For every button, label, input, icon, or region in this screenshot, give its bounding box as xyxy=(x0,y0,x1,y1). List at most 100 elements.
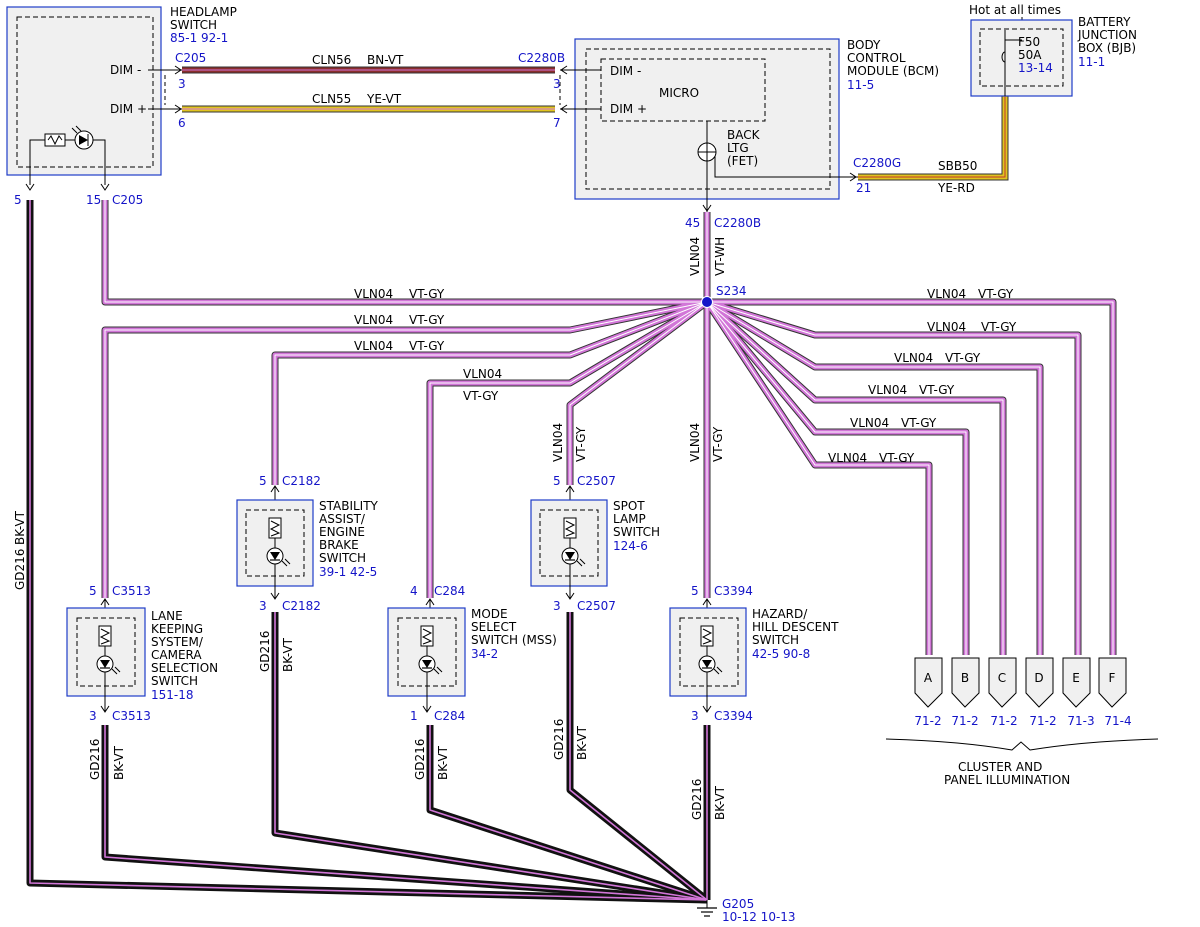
cluster-ref-c: 71-2 xyxy=(990,714,1017,728)
vln04-color-2: VT-GY xyxy=(409,313,445,327)
spot-pin-bottom: 3 xyxy=(553,599,561,613)
gd216-color-ms: BK-VT xyxy=(436,745,450,780)
gd216-label-hl: GD216 xyxy=(13,549,27,590)
headlamp-conn-bottom: C205 xyxy=(112,193,143,207)
vln04-color-e: VT-GY xyxy=(981,320,1017,334)
headlamp-name-2: SWITCH xyxy=(170,18,217,32)
mode-name-1: MODE xyxy=(471,607,508,621)
cluster-letter-c: C xyxy=(998,671,1006,685)
cluster-letter-f: F xyxy=(1109,671,1116,685)
mode-conn-bottom: C284 xyxy=(434,709,465,723)
vln04-label-f: VLN04 xyxy=(927,287,966,301)
headlamp-pin-3: 3 xyxy=(178,77,186,91)
cluster-ref-e: 71-3 xyxy=(1067,714,1094,728)
vln04-color-hazard: VT-GY xyxy=(711,426,725,462)
lane-conn-top: C3513 xyxy=(112,584,151,598)
hazard-conn-bottom: C3394 xyxy=(714,709,753,723)
hazard-name-3: SWITCH xyxy=(752,633,799,647)
gd216-label-sp: GD216 xyxy=(552,719,566,760)
mode-conn-top: C284 xyxy=(434,584,465,598)
bjb-name-3: BOX (BJB) xyxy=(1078,41,1136,55)
headlamp-name-1: HEADLAMP xyxy=(170,5,237,19)
cluster-label-1: CLUSTER AND xyxy=(958,760,1042,774)
vln04-label-hazard: VLN04 xyxy=(688,423,702,462)
vln04-label-a: VLN04 xyxy=(828,451,867,465)
headlamp-conn-top: C205 xyxy=(175,51,206,65)
sbb50-label: SBB50 xyxy=(938,159,977,173)
lane-name-5: SELECTION xyxy=(151,661,218,675)
stability-name-3: ENGINE xyxy=(319,525,365,539)
cluster-ref-b: 71-2 xyxy=(951,714,978,728)
cln55-color: YE-VT xyxy=(366,92,402,106)
hazard-conn-top: C3394 xyxy=(714,584,753,598)
bcm-pin-21: 21 xyxy=(856,181,871,195)
mode-ref: 34-2 xyxy=(471,647,498,661)
ground-name: G205 xyxy=(722,897,754,911)
vln04-label-spot: VLN04 xyxy=(551,423,565,462)
body-control-module xyxy=(559,38,858,212)
headlamp-dim-plus: DIM + xyxy=(110,102,147,116)
bcm-fet-2: LTG xyxy=(727,141,749,155)
cluster-label-2: PANEL ILLUMINATION xyxy=(944,773,1070,787)
splice-label: S234 xyxy=(716,284,747,298)
bcm-conn-left: C2280B xyxy=(518,51,565,65)
stability-assist-switch xyxy=(236,485,314,600)
vln04-color-c: VT-GY xyxy=(919,383,955,397)
ground-refs: 10-12 10-13 xyxy=(722,910,796,924)
bcm-ref: 11-5 xyxy=(847,78,874,92)
vln04-label-2: VLN04 xyxy=(354,313,393,327)
vln04-color-bcm: VT-WH xyxy=(713,237,727,276)
bjb-hot: Hot at all times xyxy=(969,3,1061,17)
headlamp-switch xyxy=(6,6,182,191)
vln04-color-spot: VT-GY xyxy=(574,426,588,462)
headlamp-pin-6: 6 xyxy=(178,116,186,130)
bcm-name-1: BODY xyxy=(847,38,881,52)
bcm-fet-1: BACK xyxy=(727,128,761,142)
vln04-label-c: VLN04 xyxy=(868,383,907,397)
gd216-label-hz: GD216 xyxy=(690,779,704,820)
gd216-color-sp: BK-VT xyxy=(575,725,589,760)
bcm-dim-plus: DIM + xyxy=(610,102,647,116)
mode-name-2: SELECT xyxy=(471,620,517,634)
cluster-letter-d: D xyxy=(1034,671,1043,685)
gd216-label-ms: GD216 xyxy=(413,739,427,780)
cln56-label: CLN56 xyxy=(312,53,351,67)
splice-s234 xyxy=(701,296,713,308)
bcm-dim-minus: DIM - xyxy=(610,64,641,78)
stability-name-2: ASSIST/ xyxy=(319,512,366,526)
headlamp-dim-minus: DIM - xyxy=(110,63,141,77)
spot-ref: 124-6 xyxy=(613,539,648,553)
bjb-fuse-ref: 13-14 xyxy=(1018,61,1053,75)
cln56-color: BN-VT xyxy=(367,53,404,67)
lane-name-4: CAMERA xyxy=(151,648,202,662)
vln04-color-3: VT-GY xyxy=(409,339,445,353)
spot-pin-top: 5 xyxy=(553,474,561,488)
mode-name-3: SWITCH (MSS) xyxy=(471,633,557,647)
spot-lamp-switch xyxy=(530,485,608,600)
spot-name-1: SPOT xyxy=(613,499,645,513)
bcm-pin-3: 3 xyxy=(553,77,561,91)
spot-conn-top: C2507 xyxy=(577,474,616,488)
sbb50-color: YE-RD xyxy=(937,181,975,195)
cluster-connectors xyxy=(885,657,1159,751)
vln04-color-d: VT-GY xyxy=(945,351,981,365)
mode-pin-bottom: 1 xyxy=(410,709,418,723)
bjb-name-2: JUNCTION xyxy=(1077,28,1137,42)
hazard-pin-top: 5 xyxy=(691,584,699,598)
battery-junction-box xyxy=(970,17,1073,97)
cln55-label: CLN55 xyxy=(312,92,351,106)
gd216-color-hl: BK-VT xyxy=(13,510,27,545)
lane-pin-top: 5 xyxy=(89,584,97,598)
bcm-micro: MICRO xyxy=(659,86,699,100)
headlamp-pin-5: 5 xyxy=(14,193,22,207)
mode-pin-top: 4 xyxy=(410,584,418,598)
mode-select-switch xyxy=(387,598,466,713)
hazard-refs: 42-5 90-8 xyxy=(752,647,810,661)
stability-conn-top: C2182 xyxy=(282,474,321,488)
bjb-amps: 50A xyxy=(1018,48,1042,62)
cluster-letter-a: A xyxy=(924,671,933,685)
vln04-color-b: VT-GY xyxy=(901,416,937,430)
stability-name-4: BRAKE xyxy=(319,538,359,552)
gd216-color-sa: BK-VT xyxy=(281,637,295,672)
hazard-name-2: HILL DESCENT xyxy=(752,620,839,634)
